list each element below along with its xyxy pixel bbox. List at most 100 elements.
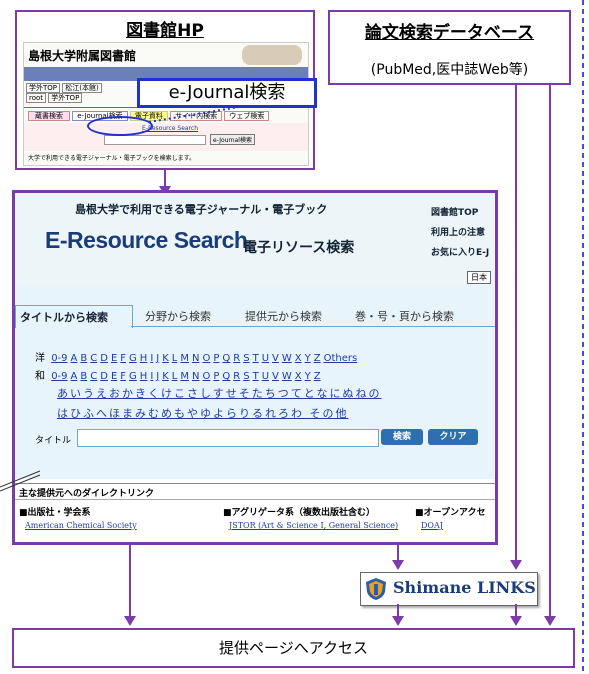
nav-item[interactable]: 学外TOP <box>48 93 83 103</box>
japanese-index-link[interactable]: T <box>252 371 259 382</box>
search-button[interactable]: 検索 <box>381 429 423 445</box>
library-site-title: 島根大学附属図書館 <box>28 49 137 63</box>
tab-title-label: タイトルから検索 <box>20 311 108 324</box>
western-index-link[interactable]: F <box>120 353 127 364</box>
eresource-header <box>15 193 495 285</box>
japanese-index-link[interactable]: F <box>120 371 127 382</box>
access-box: 提供ページへアクセス <box>12 628 575 668</box>
japanese-index-link[interactable]: J <box>156 371 160 382</box>
western-index-link[interactable]: S <box>243 353 250 364</box>
western-index-link[interactable]: C <box>90 353 98 364</box>
western-index-link[interactable]: V <box>272 353 279 364</box>
japanese-index-link[interactable]: Z <box>313 371 321 382</box>
tab-web-search[interactable]: ウェブ検索 <box>224 111 270 121</box>
link-doaj[interactable]: DOAJ <box>421 521 443 530</box>
western-index-link[interactable]: P <box>213 353 220 364</box>
column-heading-publishers: ■出版社・学会系 <box>19 508 91 518</box>
nav-item[interactable]: root <box>26 93 47 103</box>
library-hp-box: 図書館HP 島根大学附属図書館 学外TOP 松江(本館) root 学外TOP … <box>15 10 317 170</box>
japanese-index-link[interactable]: D <box>100 371 108 382</box>
tab-provider-search[interactable]: 提供元から検索 <box>245 310 322 323</box>
japanese-index-link[interactable]: M <box>180 371 189 382</box>
western-index-link[interactable]: 0-9 <box>51 353 68 364</box>
western-index-link[interactable]: G <box>129 353 137 364</box>
library-tabs: 蔵書検索 e-Journal検索 電子資料 サイト内検索 ウェブ検索 <box>28 111 308 121</box>
link-acs[interactable]: American Chemical Society <box>25 521 137 530</box>
japanese-index-link[interactable]: B <box>80 371 88 382</box>
database-subtitle: (PubMed,医中誌Web等) <box>370 62 529 78</box>
western-index-link[interactable]: A <box>70 353 78 364</box>
search-input[interactable] <box>104 135 206 145</box>
kana-row-1[interactable]: あいうえおかきくけこさしすせそたちつてとなにぬねの <box>57 387 382 400</box>
western-index-link[interactable]: O <box>202 353 211 364</box>
japanese-index-link[interactable]: Y <box>304 371 311 382</box>
ejournal-search-button[interactable]: e-Journal検索 <box>210 134 255 145</box>
link-favorites[interactable]: お気に入りE-J <box>431 248 490 258</box>
tab-field-search[interactable]: 分野から検索 <box>145 310 211 323</box>
japanese-index-link[interactable]: C <box>90 371 98 382</box>
western-index-link[interactable]: W <box>281 353 292 364</box>
western-index-link[interactable]: B <box>80 353 88 364</box>
japanese-index-link[interactable]: R <box>233 371 241 382</box>
japanese-index-link[interactable]: G <box>129 371 137 382</box>
title-input[interactable] <box>77 429 379 447</box>
western-index-link[interactable]: H <box>139 353 148 364</box>
western-index-link[interactable]: E <box>110 353 118 364</box>
western-index-link[interactable]: Others <box>323 353 358 364</box>
japanese-index-link[interactable]: E <box>110 371 118 382</box>
eresource-screenshot-box: 島根大学で利用できる電子ジャーナル・電子ブック E-Resource Searc… <box>12 190 498 545</box>
eresource-link[interactable]: E-Resource Search <box>142 125 198 132</box>
japanese-index-link[interactable]: U <box>261 371 270 382</box>
western-index-link[interactable]: T <box>252 353 259 364</box>
western-index-link[interactable]: Q <box>222 353 231 364</box>
column-heading-aggregators: ■アグリゲータ系（複数出版社含む） <box>223 508 376 518</box>
library-description: 大学で利用できる電子ジャーナル・電子ブックを検索します。 <box>28 155 195 162</box>
pointer-lines <box>0 470 41 492</box>
link-usage-notes[interactable]: 利用上の注意 <box>431 228 486 238</box>
nav-item[interactable]: 松江(本館) <box>62 83 102 93</box>
western-index-link[interactable]: Y <box>304 353 311 364</box>
japanese-index-link[interactable]: L <box>171 371 178 382</box>
tab-ejournal[interactable]: e-Journal検索 <box>72 111 128 121</box>
western-index-link[interactable]: X <box>294 353 302 364</box>
japanese-index-link[interactable]: X <box>294 371 302 382</box>
japanese-index-link[interactable]: S <box>243 371 250 382</box>
japanese-index-link[interactable]: H <box>139 371 148 382</box>
japanese-index-link[interactable]: P <box>213 371 220 382</box>
japanese-index-link[interactable]: O <box>202 371 211 382</box>
eresource-header-links: 図書館TOP 利用上の注意 お気に入りE-J <box>431 203 489 263</box>
western-index-link[interactable]: D <box>100 353 108 364</box>
library-hp-screenshot: 島根大学附属図書館 学外TOP 松江(本館) root 学外TOP 蔵書検索 e… <box>23 42 309 166</box>
nav-item[interactable]: 学外TOP <box>26 83 61 93</box>
tab-electronic[interactable]: 電子資料 <box>129 111 168 121</box>
callout-dotted-line <box>148 105 246 123</box>
western-index-link[interactable]: J <box>156 353 160 364</box>
western-index-link[interactable]: M <box>180 353 189 364</box>
japanese-index-link[interactable]: I <box>150 371 154 382</box>
western-index-link[interactable]: R <box>233 353 241 364</box>
western-index-link[interactable]: I <box>150 353 154 364</box>
western-index-link[interactable]: L <box>171 353 178 364</box>
tab-title-search[interactable]: タイトルから検索 <box>15 305 133 328</box>
japanese-index-link[interactable]: N <box>192 371 200 382</box>
japanese-index-link[interactable]: V <box>272 371 279 382</box>
japanese-index-link[interactable]: A <box>70 371 78 382</box>
western-index-link[interactable]: N <box>192 353 200 364</box>
western-index-link[interactable]: U <box>261 353 270 364</box>
western-index-link[interactable]: Z <box>313 353 321 364</box>
link-library-top[interactable]: 図書館TOP <box>431 208 479 218</box>
link-jstor[interactable]: JSTOR (Art & Science I, General Science) <box>229 521 399 530</box>
japanese-index-link[interactable]: K <box>162 371 169 382</box>
japanese-index-link[interactable]: 0-9 <box>51 371 68 382</box>
tab-site-search[interactable]: サイト内検索 <box>170 111 223 121</box>
tab-catalog[interactable]: 蔵書検索 <box>28 111 70 121</box>
tab-volume-search[interactable]: 巻・号・頁から検索 <box>355 310 454 323</box>
japanese-index-link[interactable]: Q <box>222 371 231 382</box>
clear-button[interactable]: クリア <box>428 429 478 445</box>
language-button[interactable]: 日本 <box>467 271 491 284</box>
western-index-link[interactable]: K <box>162 353 169 364</box>
japanese-index-link[interactable]: W <box>281 371 292 382</box>
kana-row-2[interactable]: はひふへほまみむめもやゆよらりるれろわ その他 <box>57 407 349 420</box>
eresource-logo: E-Resource Search <box>45 227 248 253</box>
